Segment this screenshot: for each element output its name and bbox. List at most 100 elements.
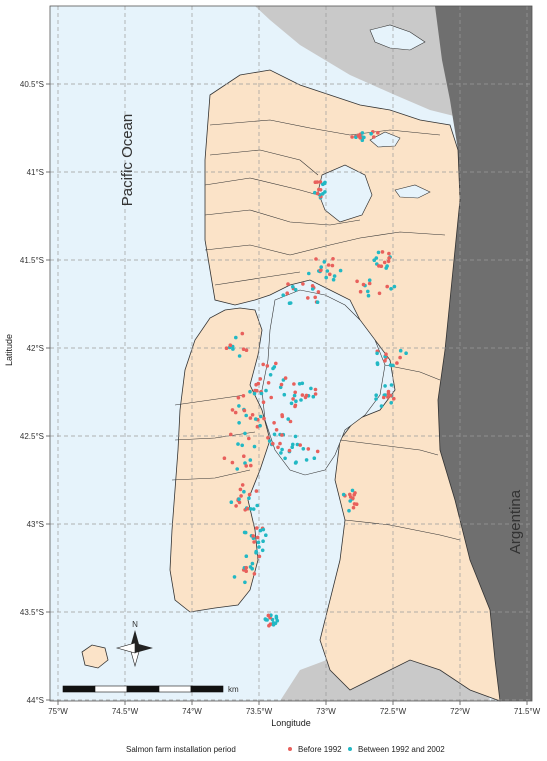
farm-point-before-1992 bbox=[386, 391, 391, 396]
farm-point-before-1992 bbox=[274, 361, 278, 366]
farm-point-1992-2002 bbox=[255, 503, 259, 508]
farm-point-before-1992 bbox=[244, 464, 248, 468]
farm-point-1992-2002 bbox=[265, 618, 269, 622]
farm-point-before-1992 bbox=[367, 281, 372, 286]
farm-point-before-1992 bbox=[248, 416, 253, 420]
farm-point-1992-2002 bbox=[271, 623, 276, 627]
legend-label-before: Before 1992 bbox=[298, 745, 342, 754]
farm-point-1992-2002 bbox=[243, 431, 247, 436]
farm-point-before-1992 bbox=[316, 290, 321, 294]
farm-point-before-1992 bbox=[265, 364, 270, 368]
farm-point-before-1992 bbox=[276, 445, 280, 450]
farm-point-1992-2002 bbox=[272, 365, 277, 369]
y-tick-label: 43°S bbox=[27, 520, 44, 529]
x-tick-label: 71.5°W bbox=[514, 707, 541, 716]
farm-point-1992-2002 bbox=[258, 423, 262, 428]
farm-point-1992-2002 bbox=[243, 530, 248, 535]
x-tick-label: 73.5°W bbox=[246, 707, 273, 716]
farm-point-before-1992 bbox=[377, 264, 381, 268]
x-tick-label: 72.5°W bbox=[380, 707, 407, 716]
farm-point-1992-2002 bbox=[347, 508, 351, 513]
farm-point-1992-2002 bbox=[244, 413, 248, 418]
farm-point-1992-2002 bbox=[374, 397, 378, 401]
y-tick-label: 44°S bbox=[27, 696, 44, 705]
x-tick-label: 75°W bbox=[48, 707, 68, 716]
farm-point-before-1992 bbox=[257, 554, 262, 559]
farm-point-1992-2002 bbox=[321, 192, 325, 196]
farm-point-1992-2002 bbox=[322, 260, 327, 264]
farm-point-1992-2002 bbox=[376, 250, 381, 255]
farm-point-1992-2002 bbox=[248, 507, 253, 511]
farm-point-before-1992 bbox=[271, 441, 275, 446]
farm-point-1992-2002 bbox=[251, 507, 256, 511]
farm-point-before-1992 bbox=[261, 362, 266, 367]
farm-point-before-1992 bbox=[261, 400, 266, 405]
farm-point-1992-2002 bbox=[375, 351, 379, 356]
farm-point-1992-2002 bbox=[234, 335, 238, 340]
farm-point-before-1992 bbox=[241, 394, 246, 398]
farm-point-before-1992 bbox=[358, 136, 362, 140]
farm-point-1992-2002 bbox=[307, 271, 311, 276]
farm-point-1992-2002 bbox=[366, 289, 370, 294]
farm-point-1992-2002 bbox=[243, 461, 247, 465]
farm-point-1992-2002 bbox=[267, 439, 272, 443]
farm-point-before-1992 bbox=[247, 492, 252, 497]
farm-point-before-1992 bbox=[240, 483, 245, 487]
farm-point-1992-2002 bbox=[244, 554, 249, 558]
farm-point-before-1992 bbox=[386, 259, 391, 264]
farm-point-1992-2002 bbox=[331, 277, 336, 282]
farm-point-before-1992 bbox=[389, 393, 393, 398]
farm-point-before-1992 bbox=[258, 377, 263, 381]
farm-point-1992-2002 bbox=[280, 447, 284, 452]
y-tick-label: 41.5°S bbox=[20, 256, 44, 265]
farm-point-1992-2002 bbox=[301, 447, 306, 451]
farm-point-1992-2002 bbox=[300, 381, 305, 386]
farm-point-1992-2002 bbox=[243, 580, 247, 585]
farm-point-1992-2002 bbox=[261, 539, 265, 543]
farm-point-before-1992 bbox=[318, 268, 323, 273]
farm-point-before-1992 bbox=[331, 257, 335, 261]
farm-point-before-1992 bbox=[262, 416, 266, 421]
inner-sea bbox=[261, 289, 386, 476]
farm-point-1992-2002 bbox=[282, 392, 287, 397]
farm-point-before-1992 bbox=[354, 502, 359, 507]
farm-point-1992-2002 bbox=[374, 393, 379, 398]
legend-swatch-between bbox=[348, 747, 352, 751]
farm-point-before-1992 bbox=[236, 395, 241, 400]
x-tick-label: 74°W bbox=[182, 707, 202, 716]
legend-title: Salmon farm installation period bbox=[126, 745, 236, 754]
farm-point-1992-2002 bbox=[242, 489, 246, 494]
farm-point-before-1992 bbox=[291, 397, 295, 401]
map-frame bbox=[49, 5, 533, 702]
farm-point-1992-2002 bbox=[261, 527, 266, 532]
farm-point-1992-2002 bbox=[248, 565, 253, 569]
farm-point-before-1992 bbox=[278, 441, 282, 446]
farm-point-1992-2002 bbox=[232, 575, 237, 579]
farm-point-1992-2002 bbox=[281, 293, 286, 298]
farm-point-1992-2002 bbox=[295, 442, 300, 447]
farm-point-1992-2002 bbox=[350, 488, 355, 493]
farm-point-1992-2002 bbox=[257, 545, 261, 549]
farm-point-1992-2002 bbox=[291, 285, 295, 289]
farm-point-before-1992 bbox=[310, 284, 315, 288]
farm-point-1992-2002 bbox=[338, 268, 343, 273]
farm-point-before-1992 bbox=[315, 191, 320, 196]
farm-point-before-1992 bbox=[326, 263, 331, 267]
north-arrow: N bbox=[115, 620, 153, 668]
farm-point-1992-2002 bbox=[293, 434, 298, 439]
farm-point-1992-2002 bbox=[256, 540, 261, 545]
farm-point-1992-2002 bbox=[258, 528, 263, 533]
farm-point-1992-2002 bbox=[294, 460, 298, 465]
farm-point-before-1992 bbox=[306, 447, 311, 451]
farm-point-before-1992 bbox=[274, 428, 279, 432]
farm-point-1992-2002 bbox=[264, 388, 268, 393]
farm-point-1992-2002 bbox=[311, 394, 316, 399]
farm-point-before-1992 bbox=[387, 251, 391, 256]
farm-point-before-1992 bbox=[252, 572, 257, 576]
farm-point-before-1992 bbox=[384, 352, 388, 357]
farm-point-before-1992 bbox=[234, 504, 238, 508]
farm-point-1992-2002 bbox=[374, 256, 379, 260]
x-axis-title: Longitude bbox=[271, 718, 311, 728]
farm-point-before-1992 bbox=[376, 131, 380, 135]
